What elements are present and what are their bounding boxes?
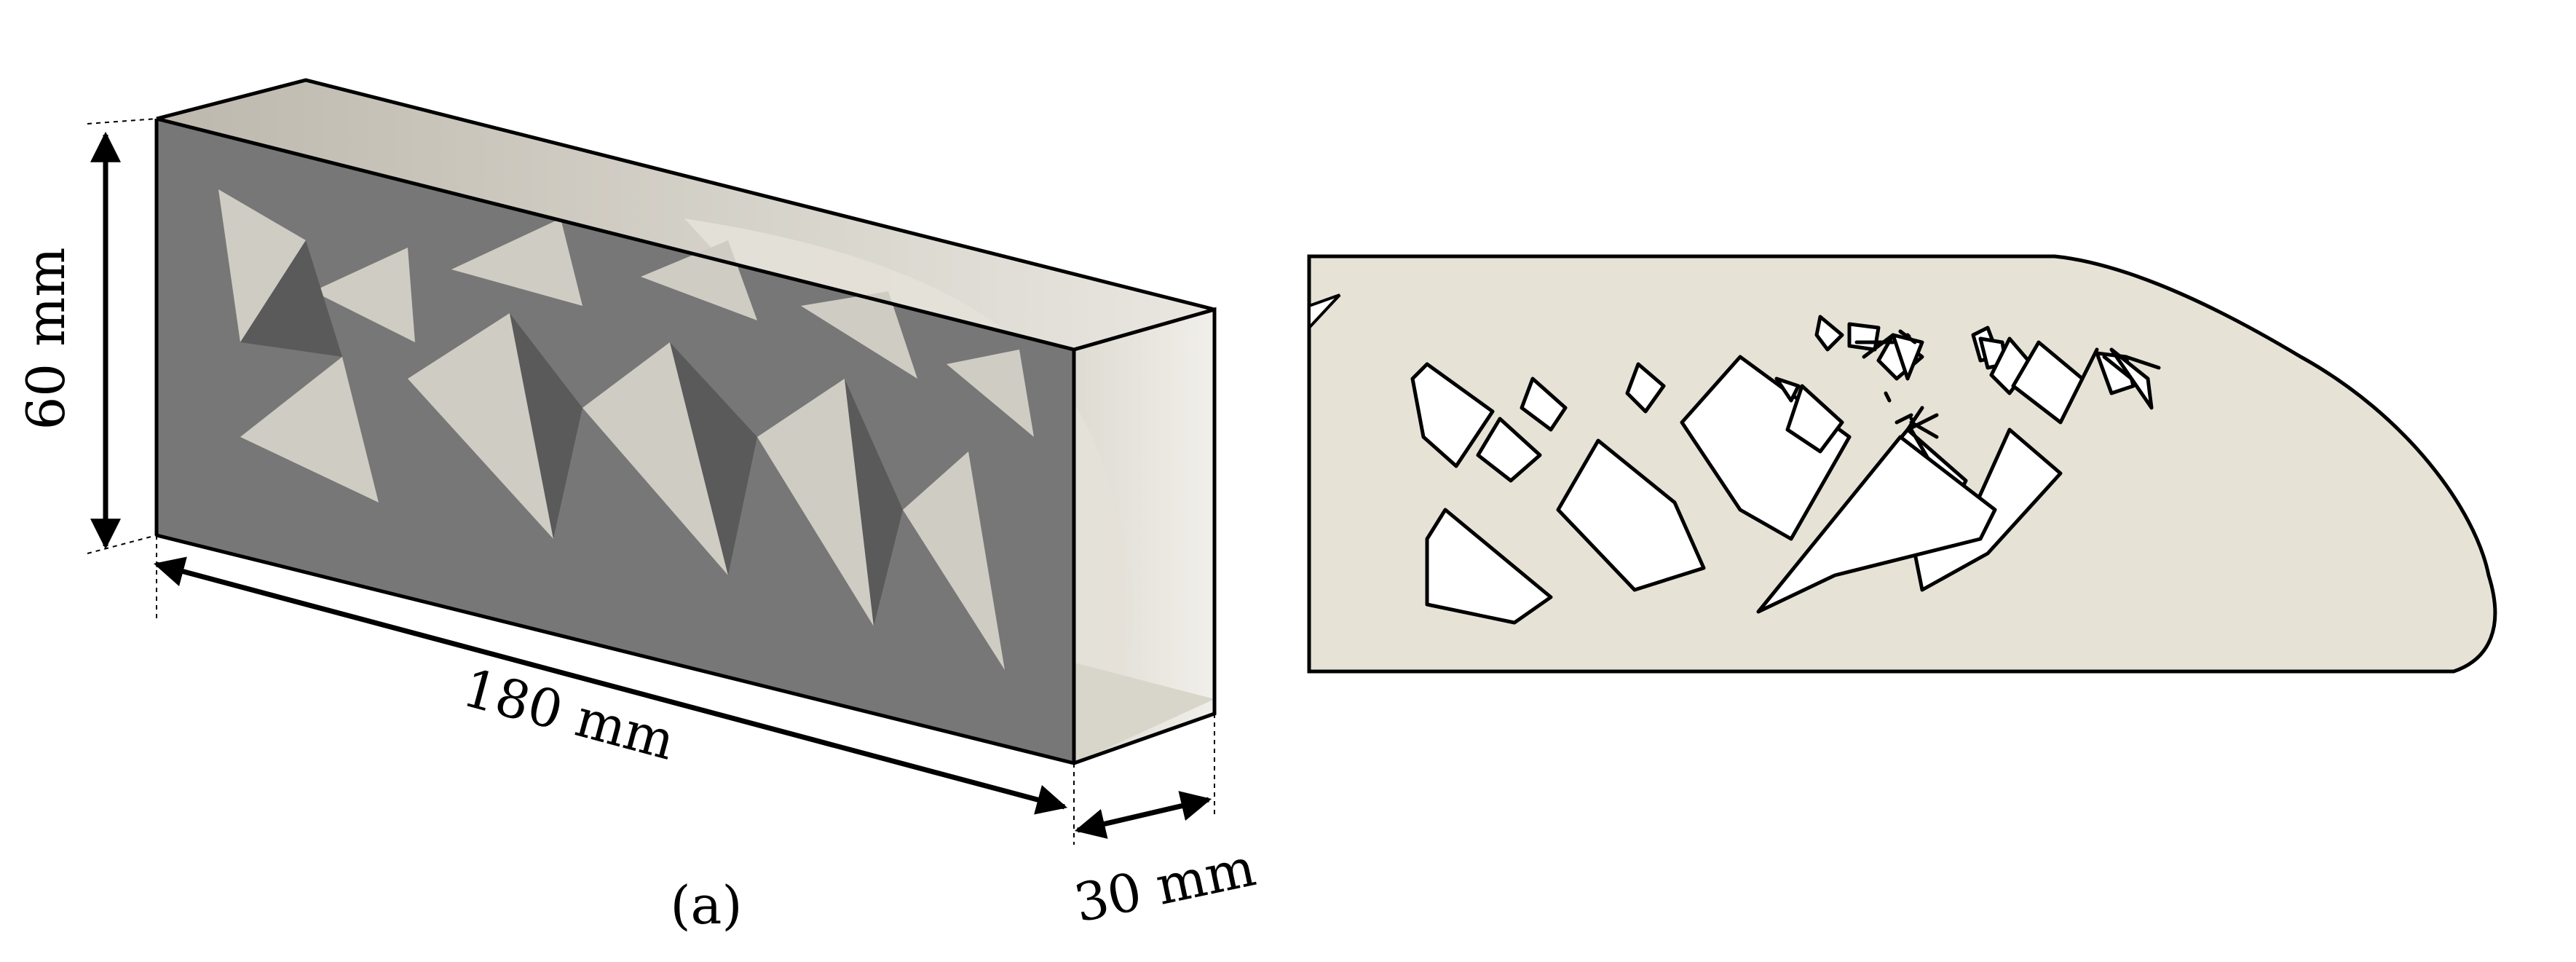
hole xyxy=(1476,417,1542,483)
hole xyxy=(2080,347,2099,381)
hole xyxy=(2109,347,2154,410)
hole xyxy=(1847,322,1881,352)
panel-a-caption: (a) xyxy=(670,875,742,936)
length-dimension-arrow xyxy=(153,556,1068,815)
hole xyxy=(1814,315,1844,352)
hole xyxy=(1895,413,1913,425)
hole xyxy=(1898,329,1904,335)
hole xyxy=(1905,333,1911,339)
hole xyxy=(1774,376,1801,403)
hole xyxy=(1520,376,1568,432)
hole xyxy=(1905,406,1924,432)
height-label: 60 mm xyxy=(15,247,76,430)
hole xyxy=(2124,355,2161,370)
depth-label: 30 mm xyxy=(1069,836,1260,934)
hole xyxy=(1989,336,2034,395)
hole xyxy=(1425,508,1553,625)
hole xyxy=(1625,362,1666,414)
hole xyxy=(1556,438,1706,592)
section-holes xyxy=(1410,315,2161,625)
panel-b-section xyxy=(1307,254,2497,674)
hole xyxy=(1909,417,1916,422)
hole xyxy=(1410,362,1495,468)
hole xyxy=(1909,420,1939,439)
hole xyxy=(1756,435,1997,614)
beam-top-face xyxy=(157,80,1214,350)
section-left-notch xyxy=(1308,293,1341,332)
hole xyxy=(1898,329,1917,344)
hole xyxy=(1884,391,1892,403)
hole xyxy=(1785,384,1844,454)
dimension-extension-lines xyxy=(87,118,1215,845)
panel-a-beam: 60 mm 180 mm 30 mm (a) xyxy=(15,78,1260,936)
hole xyxy=(2011,340,2085,425)
depth-dimension-arrow xyxy=(1074,791,1212,839)
